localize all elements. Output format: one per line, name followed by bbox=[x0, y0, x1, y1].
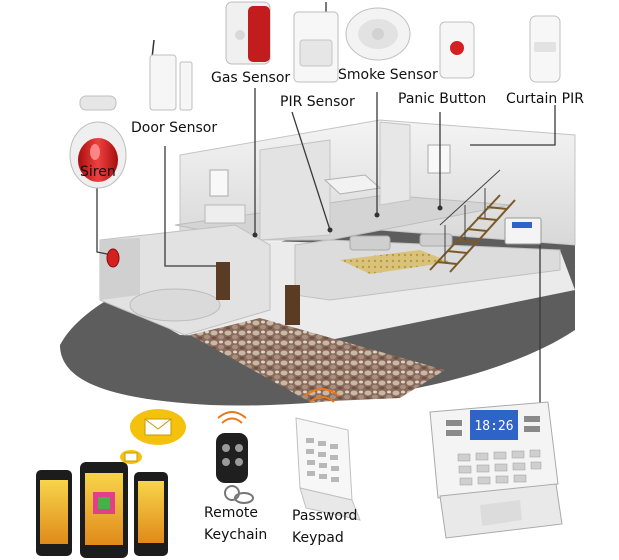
label-pir-sensor: PIR Sensor bbox=[280, 94, 355, 110]
label-panic-button: Panic Button bbox=[398, 91, 487, 107]
label-remote-line1: Remote bbox=[204, 505, 259, 521]
wall-siren-icon bbox=[106, 248, 120, 268]
smartphone-icon bbox=[36, 470, 72, 556]
smartphone-icon-right bbox=[134, 472, 168, 556]
living-room-rug bbox=[340, 250, 450, 274]
control-panel-display-text: 18:26 bbox=[474, 419, 513, 434]
wall-panel-icon bbox=[504, 217, 542, 245]
bed bbox=[323, 174, 382, 195]
window bbox=[427, 144, 451, 174]
floor-rug-round bbox=[129, 288, 221, 322]
house-inner-wall bbox=[259, 139, 331, 241]
connector-lines bbox=[96, 88, 556, 405]
label-gas-sensor: Gas Sensor bbox=[211, 70, 291, 86]
label-keypad-line2: Keypad bbox=[292, 530, 344, 546]
house-lower-left-front bbox=[100, 238, 140, 300]
label-remote-keychain: Remote Keychain bbox=[204, 502, 267, 546]
siren-icon bbox=[69, 95, 127, 189]
label-remote-line2: Keychain bbox=[204, 527, 268, 543]
smartphone-icon-center bbox=[80, 462, 128, 558]
label-smoke-sensor: Smoke Sensor bbox=[338, 67, 438, 83]
envelope-icon bbox=[130, 409, 186, 445]
kitchen-counter bbox=[204, 204, 246, 224]
sensor-dot-4 bbox=[252, 232, 258, 238]
window-2 bbox=[209, 169, 229, 197]
sensor-dot bbox=[327, 227, 333, 233]
house-inner-wall-2 bbox=[379, 121, 411, 206]
smoke-sensor-icon bbox=[345, 7, 411, 61]
label-curtain-pir: Curtain PIR bbox=[506, 91, 584, 107]
panic-button-icon bbox=[439, 21, 475, 79]
label-siren: Siren bbox=[80, 164, 116, 180]
door-left bbox=[216, 262, 230, 300]
sofa bbox=[349, 235, 391, 251]
door-sensor-icon bbox=[149, 39, 193, 111]
password-keypad-icon bbox=[295, 417, 361, 521]
control-panel-icon bbox=[429, 401, 563, 539]
pir-sensor-icon bbox=[293, 2, 339, 83]
label-password-keypad: Password Keypad bbox=[292, 505, 357, 549]
wireless-signal-icon bbox=[217, 388, 340, 424]
sofa-2 bbox=[419, 233, 453, 247]
door-front bbox=[285, 285, 300, 325]
envelope-icon-small bbox=[120, 450, 142, 464]
sensor-dot-3 bbox=[437, 205, 443, 211]
gas-sensor-icon bbox=[225, 1, 271, 65]
label-keypad-line1: Password bbox=[292, 508, 358, 524]
label-door-sensor: Door Sensor bbox=[131, 120, 218, 136]
curtain-pir-icon bbox=[529, 15, 561, 83]
sensor-dot-2 bbox=[374, 212, 380, 218]
remote-keychain-icon bbox=[216, 433, 254, 504]
stone-path bbox=[190, 318, 445, 402]
staircase-railing bbox=[439, 169, 501, 262]
wall-panel-screen bbox=[512, 222, 532, 228]
